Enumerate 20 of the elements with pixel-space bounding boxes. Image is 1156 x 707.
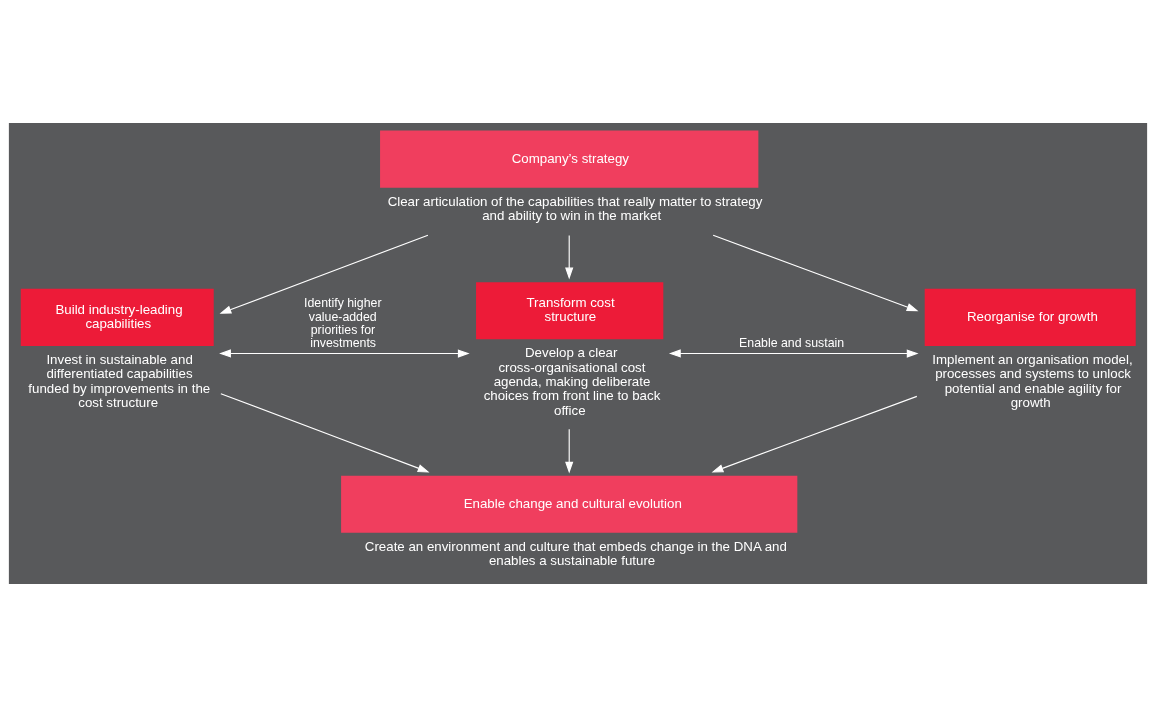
arrow (220, 393, 430, 473)
arrow (712, 234, 919, 312)
node-box: Enable change and cultural evolution (341, 475, 798, 533)
node-box: Build industry-leading capabilities (20, 288, 214, 346)
node-box: Company’s strategy (380, 130, 759, 188)
arrow (219, 349, 470, 358)
node-label: Implement an organisation model, processes and systems to unlock potential and enable agility for growth (932, 352, 1133, 410)
arrow (565, 234, 574, 280)
node-label: Develop a clear cross-organisational cost agenda, making deliberate choices from front line to back office (483, 345, 661, 418)
node-label: Clear articulation of the capabilities that really matter to strategy and ability to win in the market (387, 193, 763, 224)
node-box: Reorganise for growth (924, 288, 1136, 346)
node-label: Invest in sustainable and differentiated capabilities funded by improvements in the cost structure (28, 352, 211, 410)
arrow (565, 428, 574, 474)
node-label: Create an environment and culture that embeds change in the DNA and enables a sustainable future (364, 538, 787, 569)
node-box: Transform cost structure (476, 282, 664, 340)
arrow (711, 395, 918, 473)
edge-label: Enable and sustain (739, 336, 845, 351)
edge-label: Identify higher value-added priorities for investments (304, 296, 382, 351)
arrow (668, 349, 919, 358)
arrow (219, 234, 429, 314)
